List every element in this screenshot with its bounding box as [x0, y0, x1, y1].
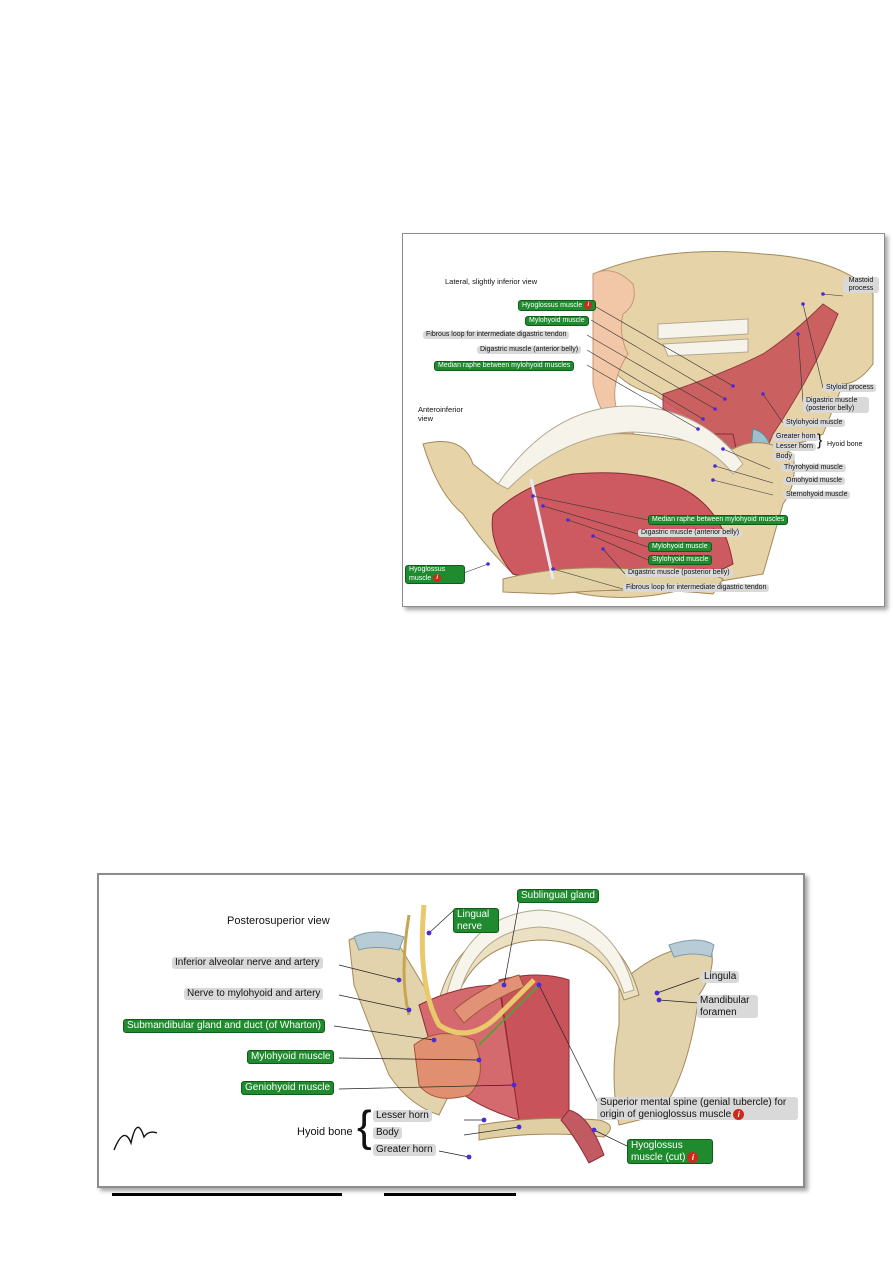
info-icon[interactable]: i	[584, 301, 593, 309]
hyoglossus-cut	[560, 1109, 605, 1164]
view-label-anteroinferior: Anteroinferior view	[418, 405, 464, 423]
inferior-alveolar-path	[402, 914, 411, 1016]
teeth-lower	[662, 338, 749, 357]
signature-mark	[113, 1126, 158, 1151]
label-digastric-anterior[interactable]: Digastric muscle (anterior belly)	[477, 346, 582, 355]
figure-floor-of-mouth: Posterosuperior view Sublingual gland Li…	[97, 873, 805, 1188]
wharton-duct	[478, 984, 540, 1046]
label-geniohyoid[interactable]: Geniohyoid muscle	[241, 1081, 335, 1095]
label-omohyoid[interactable]: Omohyoid muscle	[783, 477, 846, 486]
label-inferior-alveolar[interactable]: Inferior alveolar nerve and artery	[172, 957, 323, 969]
label-sternohyoid[interactable]: Sternohyoid muscle	[783, 491, 851, 500]
label-mylohyoid[interactable]: Mylohyoid muscle	[525, 316, 589, 327]
label-mandibular-foramen[interactable]: Mandibular foramen	[697, 995, 758, 1018]
label-mastoid-process[interactable]: Mastoid process	[843, 277, 879, 294]
label-thyrohyoid[interactable]: Thyrohyoid muscle	[781, 464, 846, 473]
lower-teeth-arch	[497, 405, 744, 490]
label-lesser-horn[interactable]: Lesser horn	[373, 1110, 432, 1122]
submandibular-gland	[413, 1033, 481, 1099]
condyle-left	[353, 931, 405, 951]
label-body[interactable]: Body	[373, 1127, 402, 1139]
brace: }	[817, 432, 823, 449]
info-icon[interactable]: i	[687, 1151, 699, 1163]
underline-rule-right	[384, 1193, 516, 1196]
figure-suprahyoid-muscles: Lateral, slightly inferior view Anteroin…	[402, 233, 885, 607]
label-greater-horn[interactable]: Greater horn	[373, 1144, 436, 1156]
label-submandibular[interactable]: Submandibular gland and duct (of Wharton…	[123, 1019, 326, 1033]
label-median-raphe[interactable]: Median raphe between mylohyoid muscles	[434, 361, 575, 372]
teeth-upper	[657, 318, 749, 340]
label-lingula[interactable]: Lingula	[701, 971, 740, 983]
label-styloid-process[interactable]: Styloid process	[823, 384, 877, 393]
label-superior-mental-spine[interactable]: Superior mental spine (genial tubercle) …	[597, 1097, 798, 1121]
view-label-lateral: Lateral, slightly inferior view	[445, 277, 538, 286]
label-digastric-posterior[interactable]: Digastric muscle (posterior belly)	[803, 397, 869, 414]
label-stylohyoid-bottom[interactable]: Stylohyoid muscle	[648, 555, 713, 566]
label-hyoid-bone: Hyoid bone	[827, 441, 863, 448]
label-median-raphe-bottom[interactable]: Median raphe between mylohyoid muscles	[648, 515, 789, 526]
info-icon[interactable]: i	[433, 574, 442, 583]
label-greater-horn[interactable]: Greater horn	[773, 433, 819, 442]
illustration-floor-of-mouth	[113, 902, 715, 1164]
label-digastric-anterior-bottom[interactable]: Digastric muscle (anterior belly)	[638, 529, 743, 538]
label-lesser-horn[interactable]: Lesser horn	[773, 443, 816, 452]
label-lingual-nerve[interactable]: Lingual nerve	[453, 908, 499, 933]
label-digastric-posterior-bottom[interactable]: Digastric muscle (posterior belly)	[625, 569, 733, 578]
label-mylohyoid-bottom[interactable]: Mylohyoid muscle	[648, 542, 712, 553]
label-fibrous-loop-bottom[interactable]: Fibrous loop for intermediate digastric …	[623, 584, 770, 593]
underline-rule-left	[112, 1193, 342, 1196]
brace: {	[357, 1102, 372, 1151]
label-mylohyoid[interactable]: Mylohyoid muscle	[247, 1050, 335, 1064]
label-fibrous-loop[interactable]: Fibrous loop for intermediate digastric …	[423, 331, 570, 340]
label-hyoglossus-cut[interactable]: Hyoglossus muscle (cut)i	[627, 1139, 713, 1165]
condyle-right	[668, 939, 715, 958]
label-hyoid-bone: Hyoid bone	[297, 1126, 353, 1138]
label-nerve-to-mylohyoid[interactable]: Nerve to mylohyoid and artery	[184, 988, 324, 1000]
label-sublingual-gland[interactable]: Sublingual gland	[517, 889, 599, 903]
info-icon[interactable]: i	[733, 1108, 745, 1120]
label-stylohyoid[interactable]: Stylohyoid muscle	[783, 419, 846, 428]
label-body[interactable]: Body	[773, 453, 795, 462]
view-label-posterosuperior: Posterosuperior view	[227, 915, 330, 927]
lingual-nerve-path	[419, 904, 536, 1036]
